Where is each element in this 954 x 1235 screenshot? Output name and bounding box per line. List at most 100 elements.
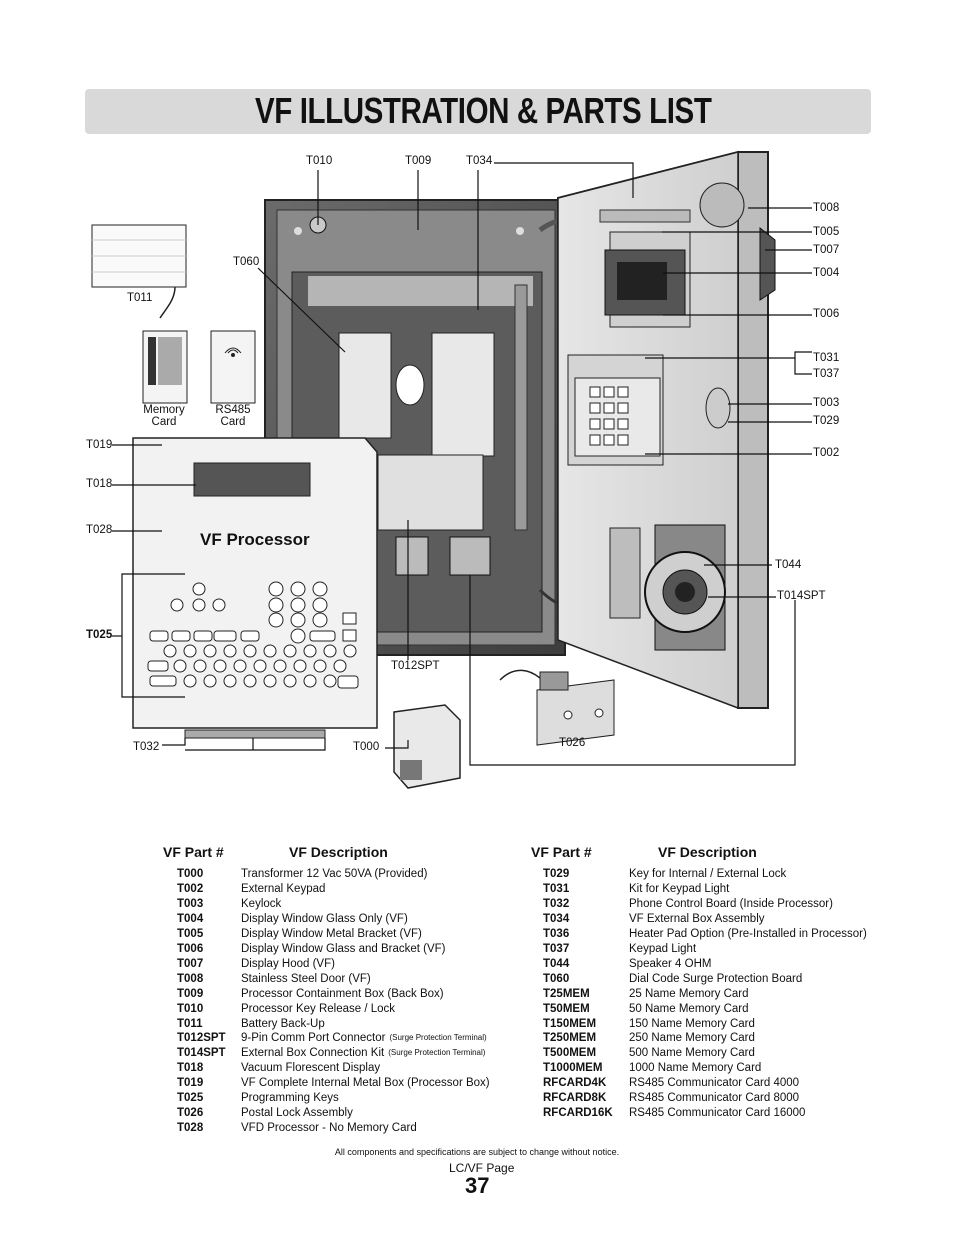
callout-t002: T002: [813, 447, 840, 459]
part-number: T1000MEM: [543, 1062, 603, 1075]
part-number: RFCARD8K: [543, 1092, 607, 1105]
part-number: T010: [177, 1002, 204, 1015]
leader-lines: [112, 162, 812, 766]
part-number: T003: [177, 897, 204, 910]
callout-t003: T003: [813, 397, 840, 409]
part-description: 250 Name Memory Card: [629, 1032, 755, 1045]
callout-t060: T060: [233, 256, 260, 268]
parts-row: T012SPT 9-Pin Comm Port Connector(Surge P…: [177, 1031, 490, 1046]
title-bar: [85, 89, 871, 134]
part-description: Phone Control Board (Inside Processor): [629, 897, 833, 910]
part-number: T004: [177, 912, 204, 925]
callout-t029: T029: [813, 415, 840, 427]
part-number: RFCARD4K: [543, 1077, 607, 1090]
part-description: RS485 Communicator Card 8000: [629, 1092, 800, 1105]
left-part-header: VF Part #: [163, 844, 224, 860]
part-number: T008: [177, 972, 204, 985]
part-description: 9-Pin Comm Port Connector: [241, 1032, 386, 1045]
parts-row: T028 VFD Processor - No Memory Card: [177, 1121, 490, 1136]
page-title: VF ILLUSTRATION & PARTS LIST: [255, 90, 712, 131]
part-description: Programming Keys: [241, 1092, 339, 1105]
part-number: T012SPT: [177, 1032, 226, 1045]
part-description: 500 Name Memory Card: [629, 1047, 755, 1060]
part-description: RS485 Communicator Card 4000: [629, 1077, 800, 1090]
part-description: Processor Containment Box (Back Box): [241, 987, 444, 1000]
part-number: T011: [177, 1017, 203, 1030]
part-number: T018: [177, 1062, 204, 1075]
callout-t009: T009: [405, 155, 432, 167]
callout-t005: T005: [813, 226, 840, 238]
part-description: 150 Name Memory Card: [629, 1017, 755, 1030]
part-description: Heater Pad Option (Pre-Installed in Proc…: [629, 927, 867, 940]
part-description: 25 Name Memory Card: [629, 987, 749, 1000]
part-number: T034: [543, 912, 570, 925]
parts-row: T029 Key for Internal / External Lock: [543, 867, 867, 882]
part-number: T014SPT: [177, 1047, 226, 1060]
part-number: T028: [177, 1122, 204, 1135]
callout-t007: T007: [813, 244, 840, 256]
vf-illustration: [91, 150, 812, 789]
part-number: T150MEM: [543, 1017, 597, 1030]
parts-row: T004 Display Window Glass Only (VF): [177, 912, 490, 927]
parts-row: T150MEM 150 Name Memory Card: [543, 1017, 867, 1032]
callout-t004: T004: [813, 267, 840, 279]
callout-t044: T044: [775, 559, 802, 571]
part-number: T036: [543, 927, 570, 940]
part-description: Display Window Glass Only (VF): [241, 912, 408, 925]
callout-t006: T006: [813, 308, 840, 320]
transformer-image: [393, 704, 461, 789]
part-description: RS485 Communicator Card 16000: [629, 1107, 806, 1120]
callout-t011: T011: [127, 292, 153, 304]
callout-t031: T031: [813, 352, 840, 364]
vf-processor-box: [132, 437, 378, 739]
page-number: 37: [465, 1173, 490, 1198]
stainless-steel-door: [557, 150, 776, 710]
callout-t008: T008: [813, 202, 840, 214]
part-number: T029: [543, 868, 570, 880]
part-number: T019: [177, 1077, 204, 1090]
part-description: Postal Lock Assembly: [241, 1107, 353, 1120]
part-description: VFD Processor - No Memory Card: [241, 1122, 417, 1135]
callout-t034: T034: [466, 155, 493, 167]
part-description: Battery Back-Up: [241, 1017, 325, 1030]
part-description: Display Window Glass and Bracket (VF): [241, 942, 446, 955]
battery-back-up: [91, 224, 187, 319]
part-number: T060: [543, 972, 570, 985]
footnote: All components and specifications are su…: [334, 1147, 620, 1157]
part-description: External Keypad: [241, 882, 326, 895]
part-description: Display Hood (VF): [241, 957, 335, 970]
callout-t032: T032: [133, 741, 160, 753]
memory-card-label: Memory Card: [143, 404, 185, 428]
part-number: T037: [543, 942, 570, 955]
part-description: 50 Name Memory Card: [629, 1002, 749, 1015]
part-description: Keypad Light: [629, 942, 697, 955]
part-number: RFCARD16K: [543, 1107, 613, 1120]
parts-row: T011 Battery Back-Up: [177, 1017, 490, 1032]
part-description: Key for Internal / External Lock: [629, 868, 787, 880]
parts-row: RFCARD4K RS485 Communicator Card 4000: [543, 1076, 867, 1091]
page-label: LC/VF Page: [449, 1161, 515, 1175]
part-number: T25MEM: [543, 987, 590, 1000]
part-note: (Surge Protection Terminal): [389, 1033, 487, 1043]
